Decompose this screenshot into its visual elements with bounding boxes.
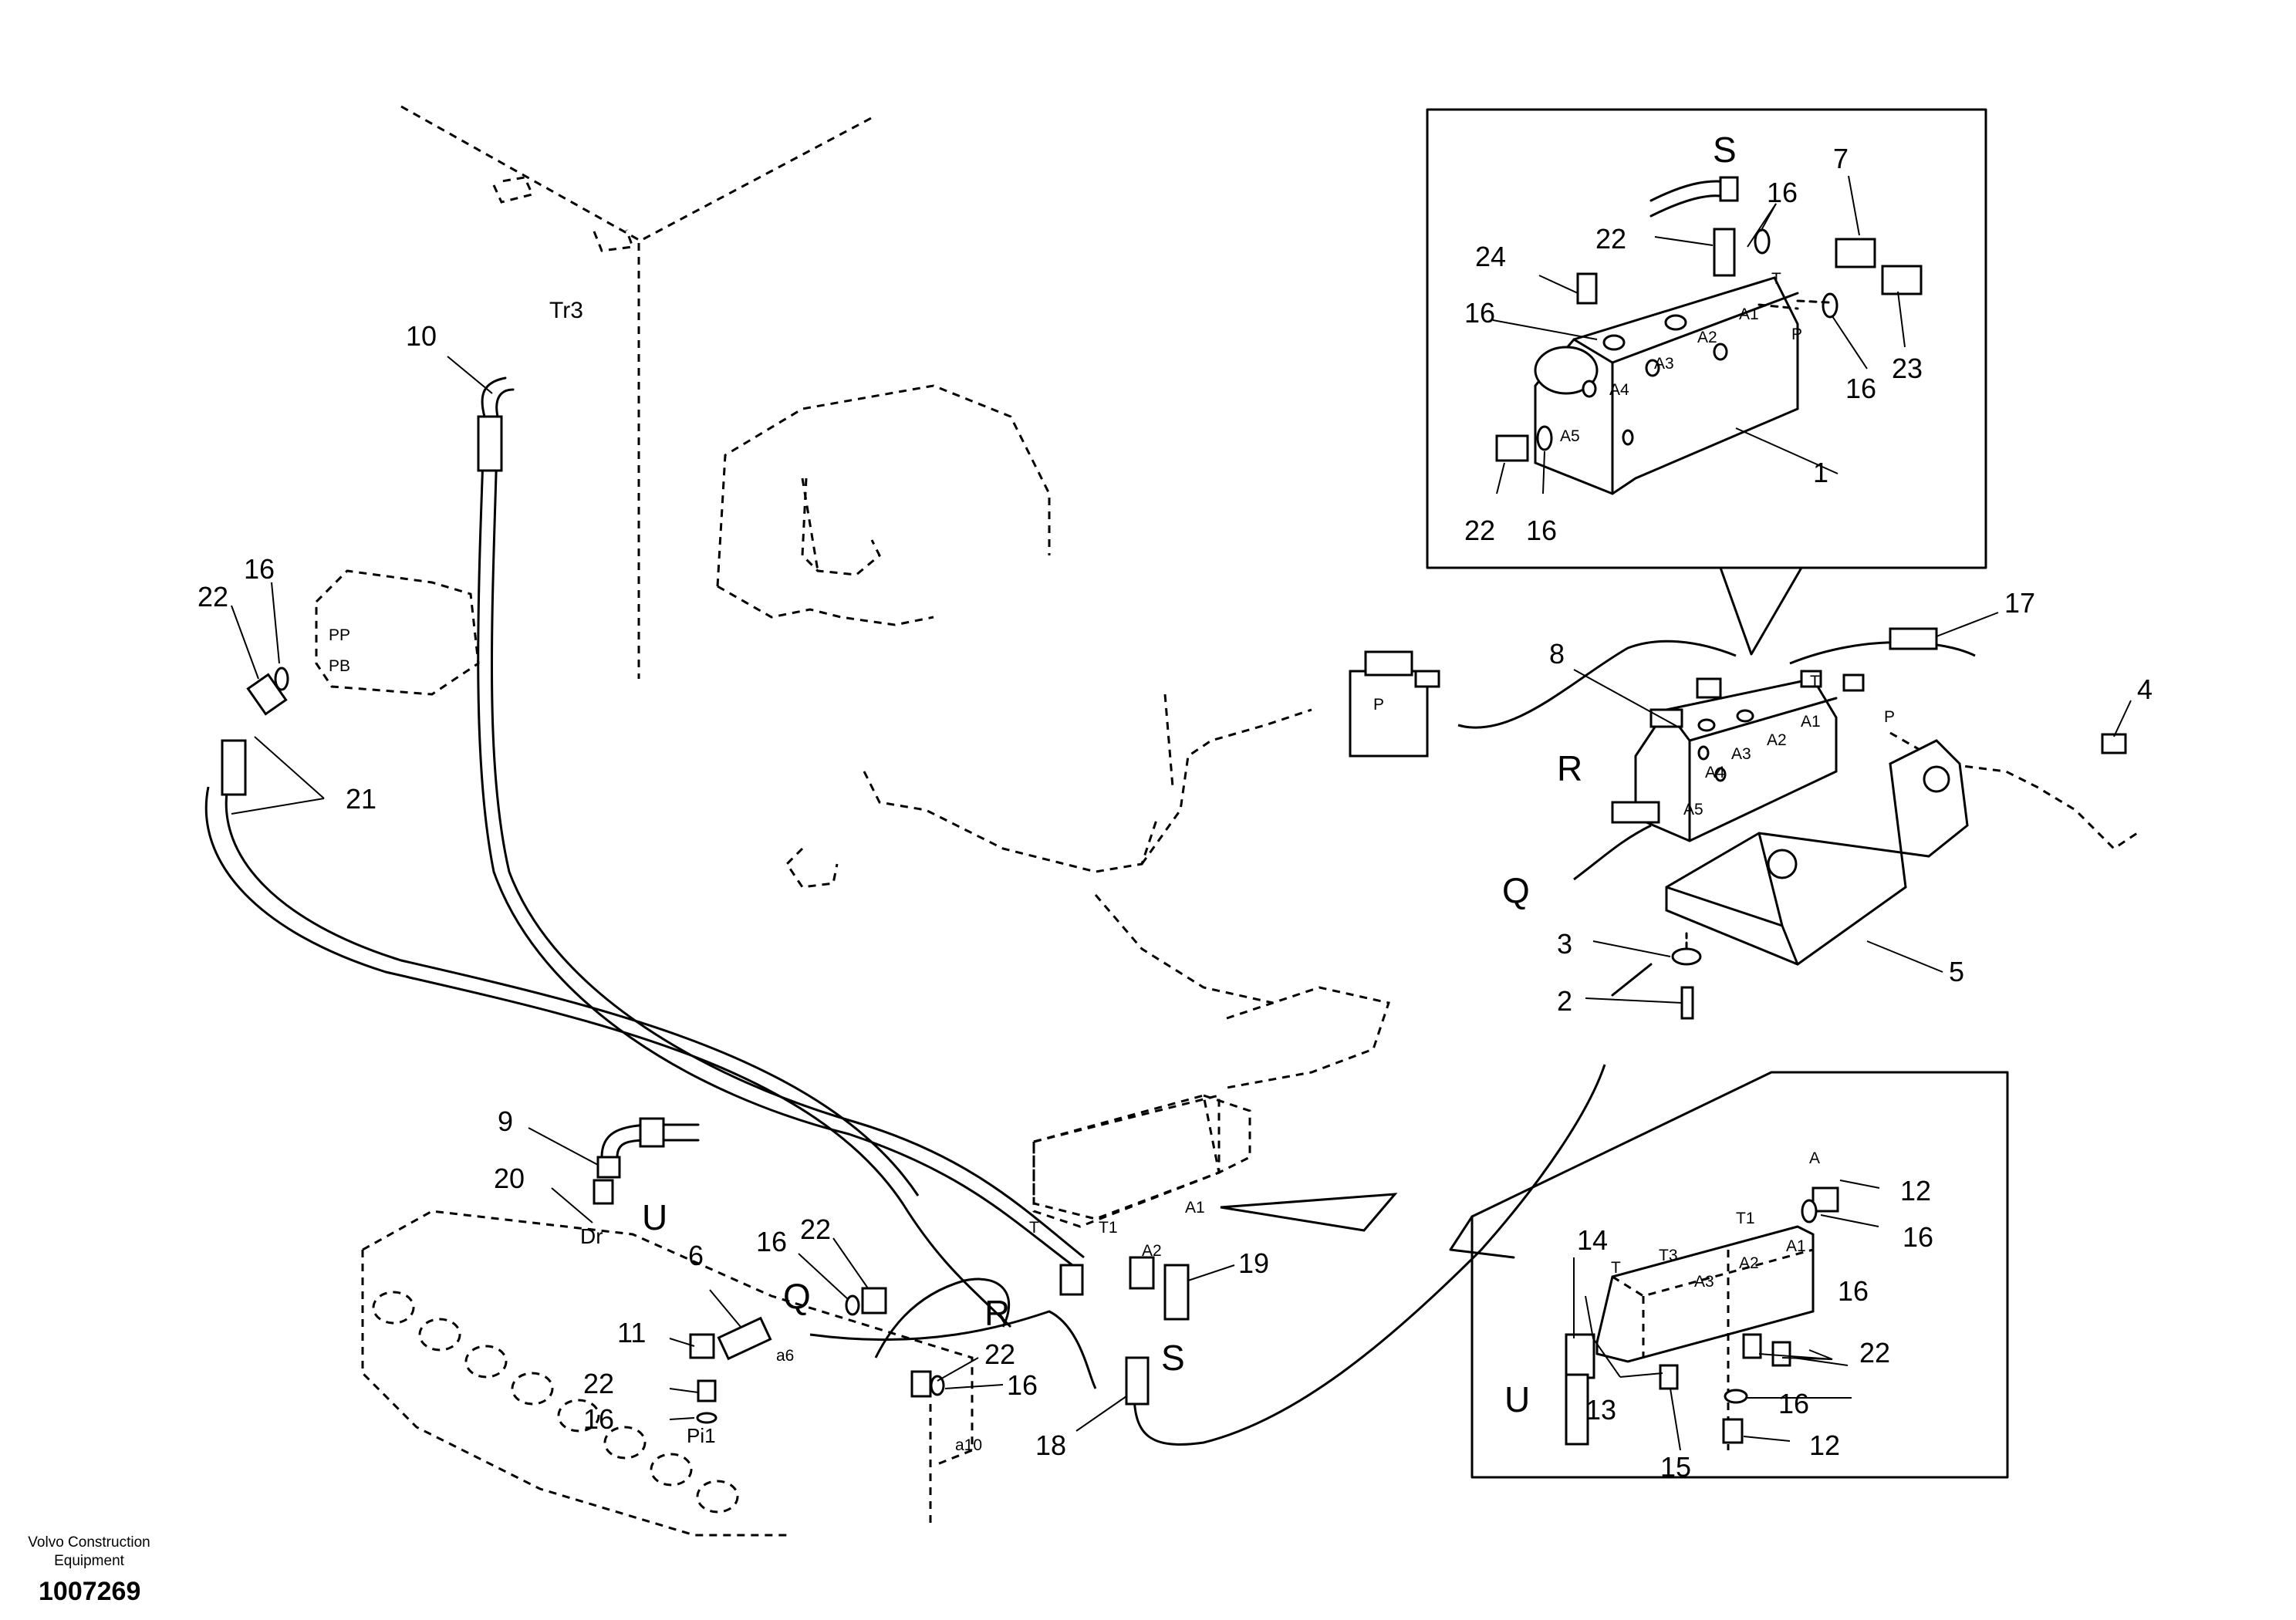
callout-16: 16 xyxy=(244,553,275,585)
callout-20: 20 xyxy=(494,1163,525,1194)
callout-16: 16 xyxy=(1464,297,1495,329)
callout-16: 16 xyxy=(1767,177,1798,208)
callout-16: 16 xyxy=(1845,373,1876,404)
hose-letter-r: R xyxy=(1557,748,1582,788)
callout-12-lower: 12 xyxy=(1809,1429,1840,1461)
port-a2: A2 xyxy=(1697,329,1717,346)
callout-16: 16 xyxy=(1778,1388,1809,1419)
callout-18: 18 xyxy=(1035,1429,1066,1461)
port-a4: A4 xyxy=(1609,381,1629,399)
callout-19: 19 xyxy=(1238,1247,1269,1279)
callout-6: 6 xyxy=(688,1240,704,1271)
hose-letter-s: S xyxy=(1713,130,1737,170)
callout-1: 1 xyxy=(1813,457,1828,488)
callout-7: 7 xyxy=(1833,143,1849,174)
port-p: P xyxy=(1884,708,1895,726)
port-pi1: Pi1 xyxy=(687,1424,716,1447)
port-a3: A3 xyxy=(1731,745,1751,763)
callout-17: 17 xyxy=(2004,587,2035,619)
port-t1: T1 xyxy=(1099,1219,1118,1237)
callout-21: 21 xyxy=(346,783,376,815)
callout-24: 24 xyxy=(1475,241,1506,272)
callout-22: 22 xyxy=(1859,1337,1890,1369)
hose-letter-s: S xyxy=(1161,1338,1185,1378)
callout-11: 11 xyxy=(617,1317,646,1348)
callout-23: 23 xyxy=(1892,353,1923,384)
port-pp: PP xyxy=(329,626,350,644)
callout-10: 10 xyxy=(406,320,437,352)
hose-letter-q: Q xyxy=(783,1276,811,1316)
callout-9: 9 xyxy=(498,1105,513,1137)
port-t1: T1 xyxy=(1736,1210,1755,1227)
callout-5: 5 xyxy=(1949,956,1964,987)
callout-22: 22 xyxy=(583,1368,614,1399)
callout-labels: 1 2 3 4 5 6 7 8 9 10 11 12 12 13 14 15 1… xyxy=(198,143,2152,1483)
port-a3: A3 xyxy=(1654,355,1674,373)
port-a5: A5 xyxy=(1560,427,1580,445)
callout-4: 4 xyxy=(2137,673,2152,705)
callout-22: 22 xyxy=(984,1338,1015,1370)
callout-22: 22 xyxy=(198,581,228,613)
valve-assembly xyxy=(1349,612,2132,1020)
callout-22: 22 xyxy=(1595,223,1626,255)
callout-14: 14 xyxy=(1577,1224,1608,1256)
callout-22: 22 xyxy=(1464,515,1495,546)
callout-16: 16 xyxy=(1007,1369,1038,1401)
port-a: A xyxy=(1809,1149,1820,1167)
port-labels: Tr3 PP PB Dr a6 a10 Pi1 T T1 A1 A2 T A1 … xyxy=(329,270,1895,1454)
callout-3: 3 xyxy=(1557,928,1572,960)
port-pb: PB xyxy=(329,657,350,675)
port-t: T xyxy=(1029,1219,1039,1237)
hose-letter-r: R xyxy=(984,1293,1010,1333)
port-a1: A1 xyxy=(1739,305,1759,323)
hose-lines xyxy=(204,416,1976,1446)
machine-outline xyxy=(315,105,2138,1537)
port-tr3: Tr3 xyxy=(549,298,583,323)
port-a2: A2 xyxy=(1142,1242,1162,1260)
manufacturer-name: Volvo Construction Equipment xyxy=(28,1534,150,1569)
port-t: T xyxy=(1771,270,1781,288)
port-p: P xyxy=(1791,326,1802,343)
hose-letters: S S R R Q Q U U xyxy=(642,130,1737,1419)
drawing-number: 1007269 xyxy=(39,1577,141,1606)
callout-2: 2 xyxy=(1557,985,1572,1017)
port-a2: A2 xyxy=(1739,1254,1759,1272)
port-t: T xyxy=(1810,673,1820,690)
callout-8: 8 xyxy=(1549,638,1565,670)
callout-22: 22 xyxy=(800,1213,831,1245)
detail-frame-u xyxy=(1449,1071,2009,1479)
port-a5: A5 xyxy=(1683,801,1703,818)
hose-letter-u: U xyxy=(642,1197,667,1237)
main-area-parts xyxy=(221,356,1653,1432)
port-a10: a10 xyxy=(955,1436,982,1454)
hose-letter-q: Q xyxy=(1502,870,1530,910)
callout-15: 15 xyxy=(1660,1451,1691,1483)
port-t3: T3 xyxy=(1659,1247,1678,1264)
port-a1: A1 xyxy=(1786,1237,1806,1255)
port-a2: A2 xyxy=(1767,731,1787,749)
port-a4: A4 xyxy=(1705,764,1725,781)
callout-16: 16 xyxy=(1903,1221,1933,1253)
port-dr: Dr xyxy=(580,1224,603,1248)
detail-frame-s xyxy=(1426,108,1987,656)
port-p: P xyxy=(1373,696,1384,714)
port-t: T xyxy=(1611,1259,1621,1277)
callout-13: 13 xyxy=(1585,1394,1616,1426)
callout-16: 16 xyxy=(756,1226,787,1257)
port-a3: A3 xyxy=(1694,1273,1714,1291)
callout-16: 16 xyxy=(1526,515,1557,546)
port-a1: A1 xyxy=(1185,1199,1205,1217)
hose-letter-u: U xyxy=(1504,1379,1530,1419)
callout-16: 16 xyxy=(583,1403,614,1435)
port-a6: a6 xyxy=(776,1347,794,1365)
callout-12-upper: 12 xyxy=(1900,1175,1931,1207)
callout-16: 16 xyxy=(1838,1275,1869,1307)
port-a1: A1 xyxy=(1801,713,1821,731)
